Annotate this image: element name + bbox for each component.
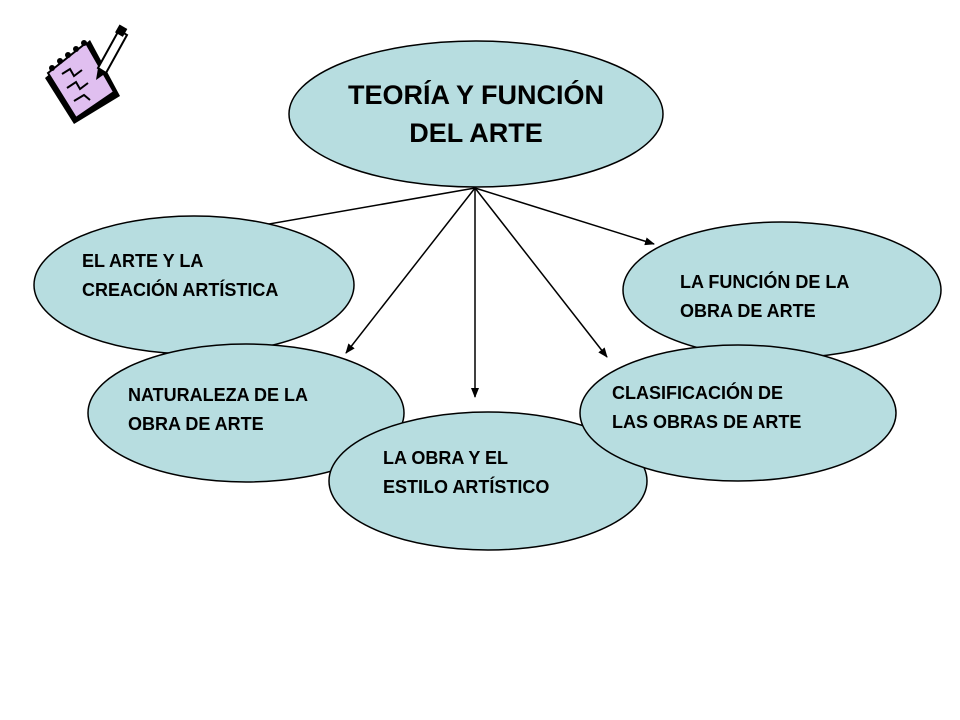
node-clasificacion xyxy=(579,344,897,482)
node-obra-estilo xyxy=(328,411,648,551)
node-naturaleza xyxy=(87,343,405,483)
node-funcion-label: LA FUNCIÓN DE LA OBRA DE ARTE xyxy=(680,268,849,326)
node-funcion-label-line-2: OBRA DE ARTE xyxy=(680,301,816,321)
arrow-to-funcion xyxy=(474,187,655,246)
node-clasificacion-label-line-1: CLASIFICACIÓN DE xyxy=(612,383,783,403)
arrow-to-clasificacion xyxy=(474,187,608,358)
node-clasificacion-label: CLASIFICACIÓN DE LAS OBRAS DE ARTE xyxy=(612,379,801,437)
node-clasificacion-label-line-2: LAS OBRAS DE ARTE xyxy=(612,412,802,432)
arrow-to-naturaleza xyxy=(345,187,476,354)
node-root-label-line-2: DEL ARTE xyxy=(409,118,543,148)
node-root-label: TEORÍA Y FUNCIÓN DEL ARTE xyxy=(326,76,626,152)
notepad-pencil-icon xyxy=(45,24,129,124)
node-funcion-label-line-1: LA FUNCIÓN DE LA xyxy=(680,272,850,292)
node-arte-creacion-label: EL ARTE Y LA CREACIÓN ARTÍSTICA xyxy=(82,247,278,305)
node-naturaleza-label: NATURALEZA DE LA OBRA DE ARTE xyxy=(128,381,308,439)
node-naturaleza-label-line-2: OBRA DE ARTE xyxy=(128,414,264,434)
node-naturaleza-label-line-1: NATURALEZA DE LA xyxy=(128,385,308,405)
arrow-to-arte-creacion xyxy=(251,187,476,230)
node-arte-creacion-label-line-1: EL ARTE Y LA xyxy=(82,251,204,271)
node-obra-estilo-label-line-1: LA OBRA Y EL xyxy=(383,448,509,468)
node-arte-creacion-label-line-2: CREACIÓN ARTÍSTICA xyxy=(82,280,279,300)
node-obra-estilo-label-line-2: ESTILO ARTÍSTICO xyxy=(383,477,550,497)
node-root-label-line-1: TEORÍA Y FUNCIÓN xyxy=(347,80,605,110)
nodes xyxy=(33,40,942,551)
node-root xyxy=(288,40,664,188)
node-obra-estilo-label: LA OBRA Y EL ESTILO ARTÍSTICO xyxy=(383,444,549,502)
connectors xyxy=(251,187,655,398)
